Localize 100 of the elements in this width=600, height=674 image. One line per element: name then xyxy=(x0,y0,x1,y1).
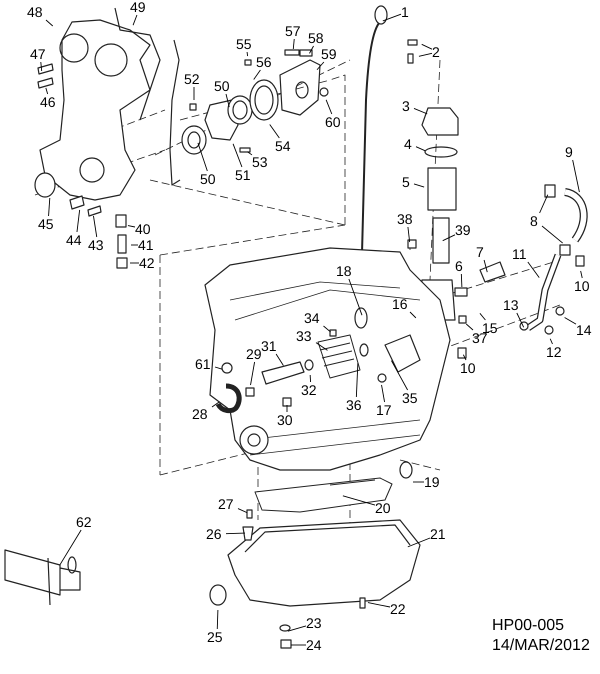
leader-line xyxy=(93,216,98,238)
leader-line xyxy=(59,530,82,566)
callout-number: 47 xyxy=(30,47,46,61)
leader-line xyxy=(226,94,230,108)
callout-number: 50 xyxy=(214,79,230,93)
leader-line xyxy=(484,260,488,273)
leader-line xyxy=(309,46,314,54)
leader-line xyxy=(462,354,466,360)
callout-number: 13 xyxy=(503,298,519,312)
callout-number: 35 xyxy=(402,391,418,405)
callout-number: 9 xyxy=(565,145,573,159)
callout-number: 39 xyxy=(455,223,471,237)
leader-line xyxy=(356,362,358,398)
leader-line xyxy=(253,70,261,80)
leader-line xyxy=(316,62,324,70)
callout-number: 19 xyxy=(424,475,440,489)
callout-number: 8 xyxy=(530,214,538,228)
leader-line xyxy=(460,274,462,288)
callout-number: 48 xyxy=(27,5,43,19)
callout-number: 59 xyxy=(321,47,337,61)
leader-line xyxy=(76,210,80,232)
callout-number: 57 xyxy=(285,24,301,38)
leader-line xyxy=(45,87,48,94)
leader-line xyxy=(479,312,486,320)
leader-line xyxy=(407,226,410,242)
leader-line xyxy=(276,354,284,366)
callout-number: 10 xyxy=(574,279,590,293)
leader-line xyxy=(232,143,242,168)
callout-number: 7 xyxy=(476,245,484,259)
leader-line xyxy=(214,366,223,370)
callout-number: 14 xyxy=(576,323,592,337)
leader-line xyxy=(310,374,311,382)
leader-line xyxy=(414,183,425,188)
callout-number: 55 xyxy=(236,37,252,51)
leader-line xyxy=(292,38,295,50)
callout-number: 32 xyxy=(301,383,317,397)
leader-line xyxy=(198,142,208,172)
callout-number: 44 xyxy=(66,233,82,247)
callout-number: 12 xyxy=(546,345,562,359)
callout-number: 53 xyxy=(252,155,268,169)
leader-line xyxy=(418,52,432,57)
leader-line xyxy=(216,610,218,630)
callout-number: 41 xyxy=(138,238,154,252)
leader-line xyxy=(421,44,432,50)
callout-number: 24 xyxy=(306,638,322,652)
leader-line xyxy=(128,225,136,228)
callout-number: 1 xyxy=(401,5,409,19)
callout-number: 61 xyxy=(195,357,211,371)
callout-number: 51 xyxy=(235,168,251,182)
callout-number: 60 xyxy=(325,115,341,129)
callout-number: 27 xyxy=(218,497,234,511)
leader-line xyxy=(407,538,430,548)
leader-line xyxy=(130,262,140,264)
callout-number: 45 xyxy=(38,217,54,231)
leader-line xyxy=(572,160,580,193)
callout-number: 6 xyxy=(455,259,463,273)
callout-number: 46 xyxy=(40,95,56,109)
leader-line xyxy=(382,14,402,22)
callout-number: 33 xyxy=(296,329,312,343)
leader-line xyxy=(316,342,328,351)
leader-line xyxy=(391,360,408,390)
leader-line xyxy=(287,625,306,632)
leader-line xyxy=(269,124,280,138)
leader-line xyxy=(323,326,332,333)
leader-line xyxy=(416,146,426,152)
leader-line xyxy=(326,99,332,114)
callout-number: 29 xyxy=(246,347,262,361)
callout-number: 10 xyxy=(460,361,476,375)
callout-number: 21 xyxy=(430,527,446,541)
leader-line xyxy=(247,151,252,156)
callout-number: 11 xyxy=(512,247,527,261)
leader-line xyxy=(368,602,390,608)
leader-line xyxy=(550,338,553,344)
callout-number: 5 xyxy=(402,175,410,189)
callout-number: 16 xyxy=(392,297,408,311)
callout-number: 43 xyxy=(88,238,104,252)
leader-line xyxy=(442,234,456,242)
callout-number: 4 xyxy=(404,137,412,151)
leader-line xyxy=(246,52,248,56)
callout-number: 17 xyxy=(376,403,392,417)
callout-number: 18 xyxy=(336,264,352,278)
callout-number: 38 xyxy=(397,212,413,226)
leader-line xyxy=(542,226,564,244)
callout-number: 3 xyxy=(402,99,410,113)
leader-line xyxy=(342,495,376,506)
leader-line xyxy=(286,404,288,412)
leader-line xyxy=(414,108,428,114)
callout-number: 52 xyxy=(184,72,200,86)
leader-line xyxy=(226,532,246,534)
leader-line xyxy=(348,278,362,316)
leader-line xyxy=(516,312,524,328)
callout-number: 58 xyxy=(308,31,324,45)
leader-line xyxy=(250,362,256,386)
callout-number: 56 xyxy=(256,55,272,69)
leader-line xyxy=(212,401,220,408)
callout-number: 54 xyxy=(275,139,291,153)
leader-line xyxy=(527,262,540,278)
callout-number: 31 xyxy=(261,339,277,353)
leader-line xyxy=(381,384,386,402)
leader-line xyxy=(132,14,138,26)
